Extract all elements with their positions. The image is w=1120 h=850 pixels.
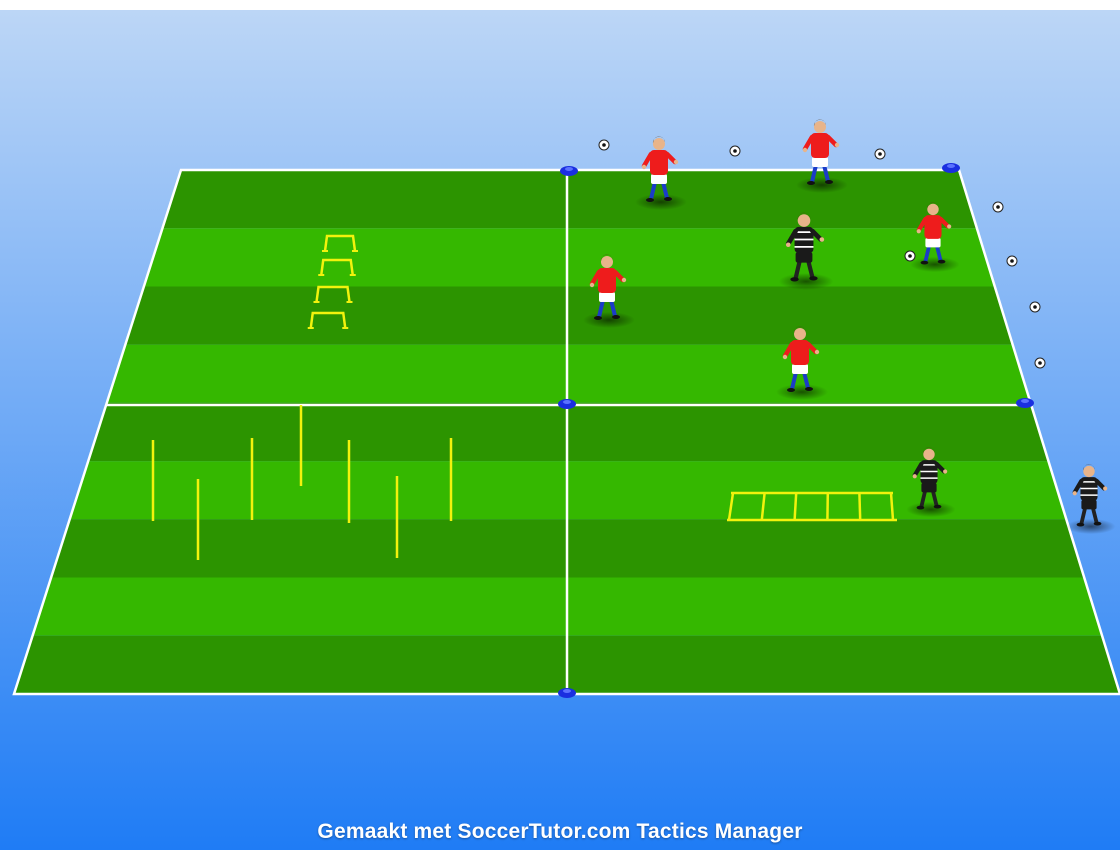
- football: [1035, 358, 1045, 368]
- football: [993, 202, 1003, 212]
- pitch-stripe: [125, 286, 1012, 344]
- marker-cone: [942, 163, 960, 173]
- ladder-rung: [795, 493, 797, 520]
- football: [1007, 256, 1017, 266]
- football: [599, 140, 609, 150]
- marker-cone: [560, 166, 578, 176]
- football: [730, 146, 740, 156]
- pitch-stripe: [88, 403, 1048, 461]
- pitch-stripe: [162, 170, 976, 228]
- pitch-stripe: [144, 228, 995, 286]
- marker-cone: [558, 688, 576, 698]
- watermark-text: Gemaakt met SoccerTutor.com Tactics Mana…: [0, 820, 1120, 844]
- football: [1030, 302, 1040, 312]
- football: [875, 149, 885, 159]
- marker-cone: [558, 399, 576, 409]
- pitch-stripe: [107, 345, 1031, 403]
- football: [905, 251, 915, 261]
- marker-cone: [1016, 398, 1034, 408]
- ladder-rung: [859, 493, 860, 520]
- pitch: [14, 170, 1120, 694]
